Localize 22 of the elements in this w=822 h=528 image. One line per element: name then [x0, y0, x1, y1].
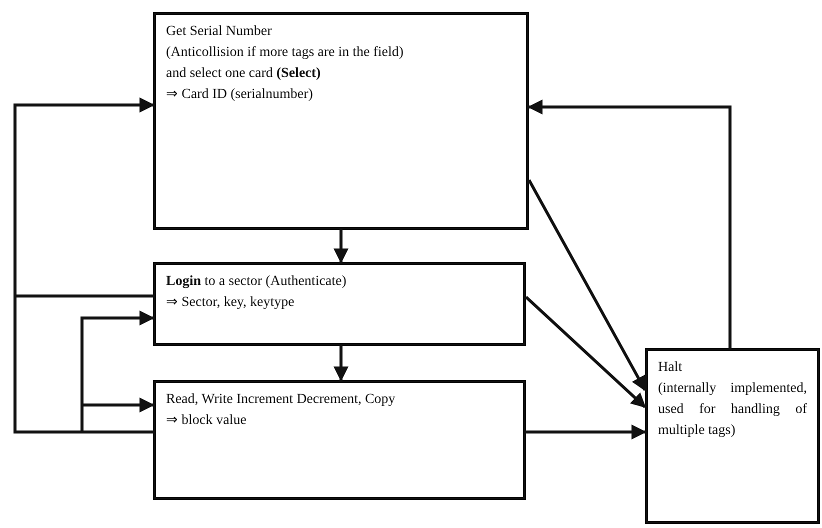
- arrow: [528, 100, 732, 348]
- arrow: [528, 179, 646, 392]
- process-box: [153, 12, 529, 230]
- arrow: [80, 398, 154, 434]
- step-title: Halt: [658, 359, 684, 377]
- process-box: [153, 380, 526, 500]
- arrow: [14, 98, 154, 434]
- step-title: Read, Write Increment Decrement, Copy: [166, 391, 396, 409]
- step-description: ⇒ Sector, key, keytype: [166, 294, 296, 312]
- process-box: [645, 348, 820, 524]
- step-description: and select one card (Select): [166, 65, 322, 83]
- step-description: ⇒ Card ID (serialnumber): [166, 86, 314, 104]
- arrow: [524, 296, 646, 408]
- step-description: (Anticollision if more tags are in the field): [166, 44, 405, 62]
- step-description: ⇒ block value: [166, 412, 248, 430]
- arrow: [526, 424, 646, 440]
- process-box: [153, 262, 526, 346]
- step-title: Login to a sector (Authenticate): [166, 273, 348, 291]
- step-description: (internally implemented, used for handling of multiple tags): [658, 380, 807, 440]
- arrow: [334, 346, 348, 382]
- arrow: [334, 230, 348, 264]
- step-title: Get Serial Number: [166, 23, 273, 41]
